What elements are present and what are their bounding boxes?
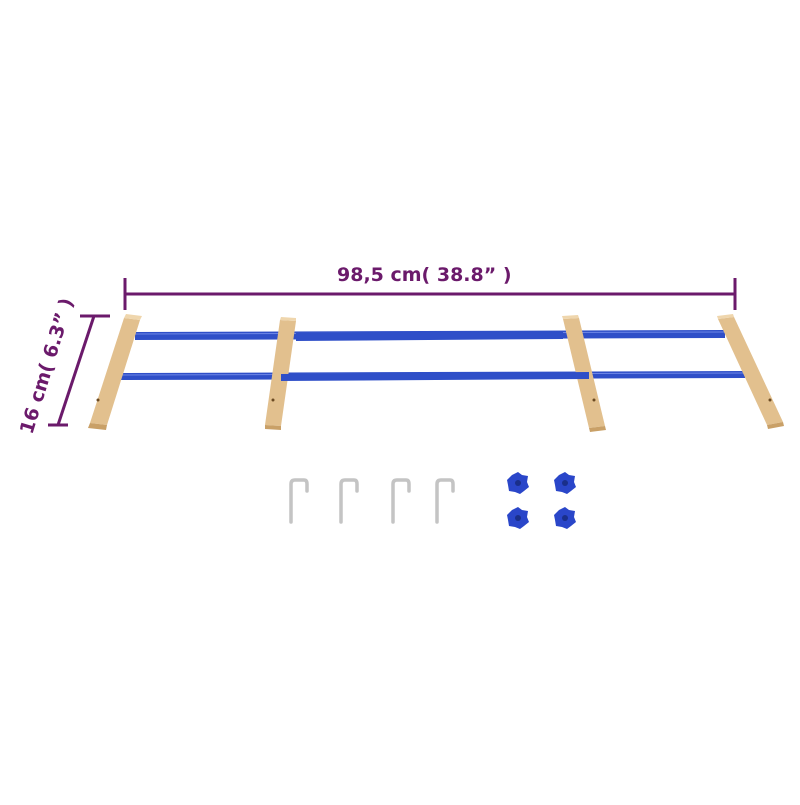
height-dimension-line (48, 314, 110, 427)
knob-icon (507, 507, 529, 529)
width-dimension-line (123, 278, 737, 310)
wooden-slat-1 (88, 314, 142, 430)
blue-knobs (507, 472, 576, 529)
knob-icon (554, 507, 576, 529)
wooden-slat-4 (717, 314, 784, 429)
blue-rails-front (281, 331, 589, 381)
knob-icon (507, 472, 529, 494)
width-dimension-label: 98,5 cm( 38.8” ) (337, 264, 512, 286)
knob-icon (554, 472, 576, 494)
metal-hooks (289, 478, 455, 524)
wooden-slat-2 (265, 317, 296, 430)
